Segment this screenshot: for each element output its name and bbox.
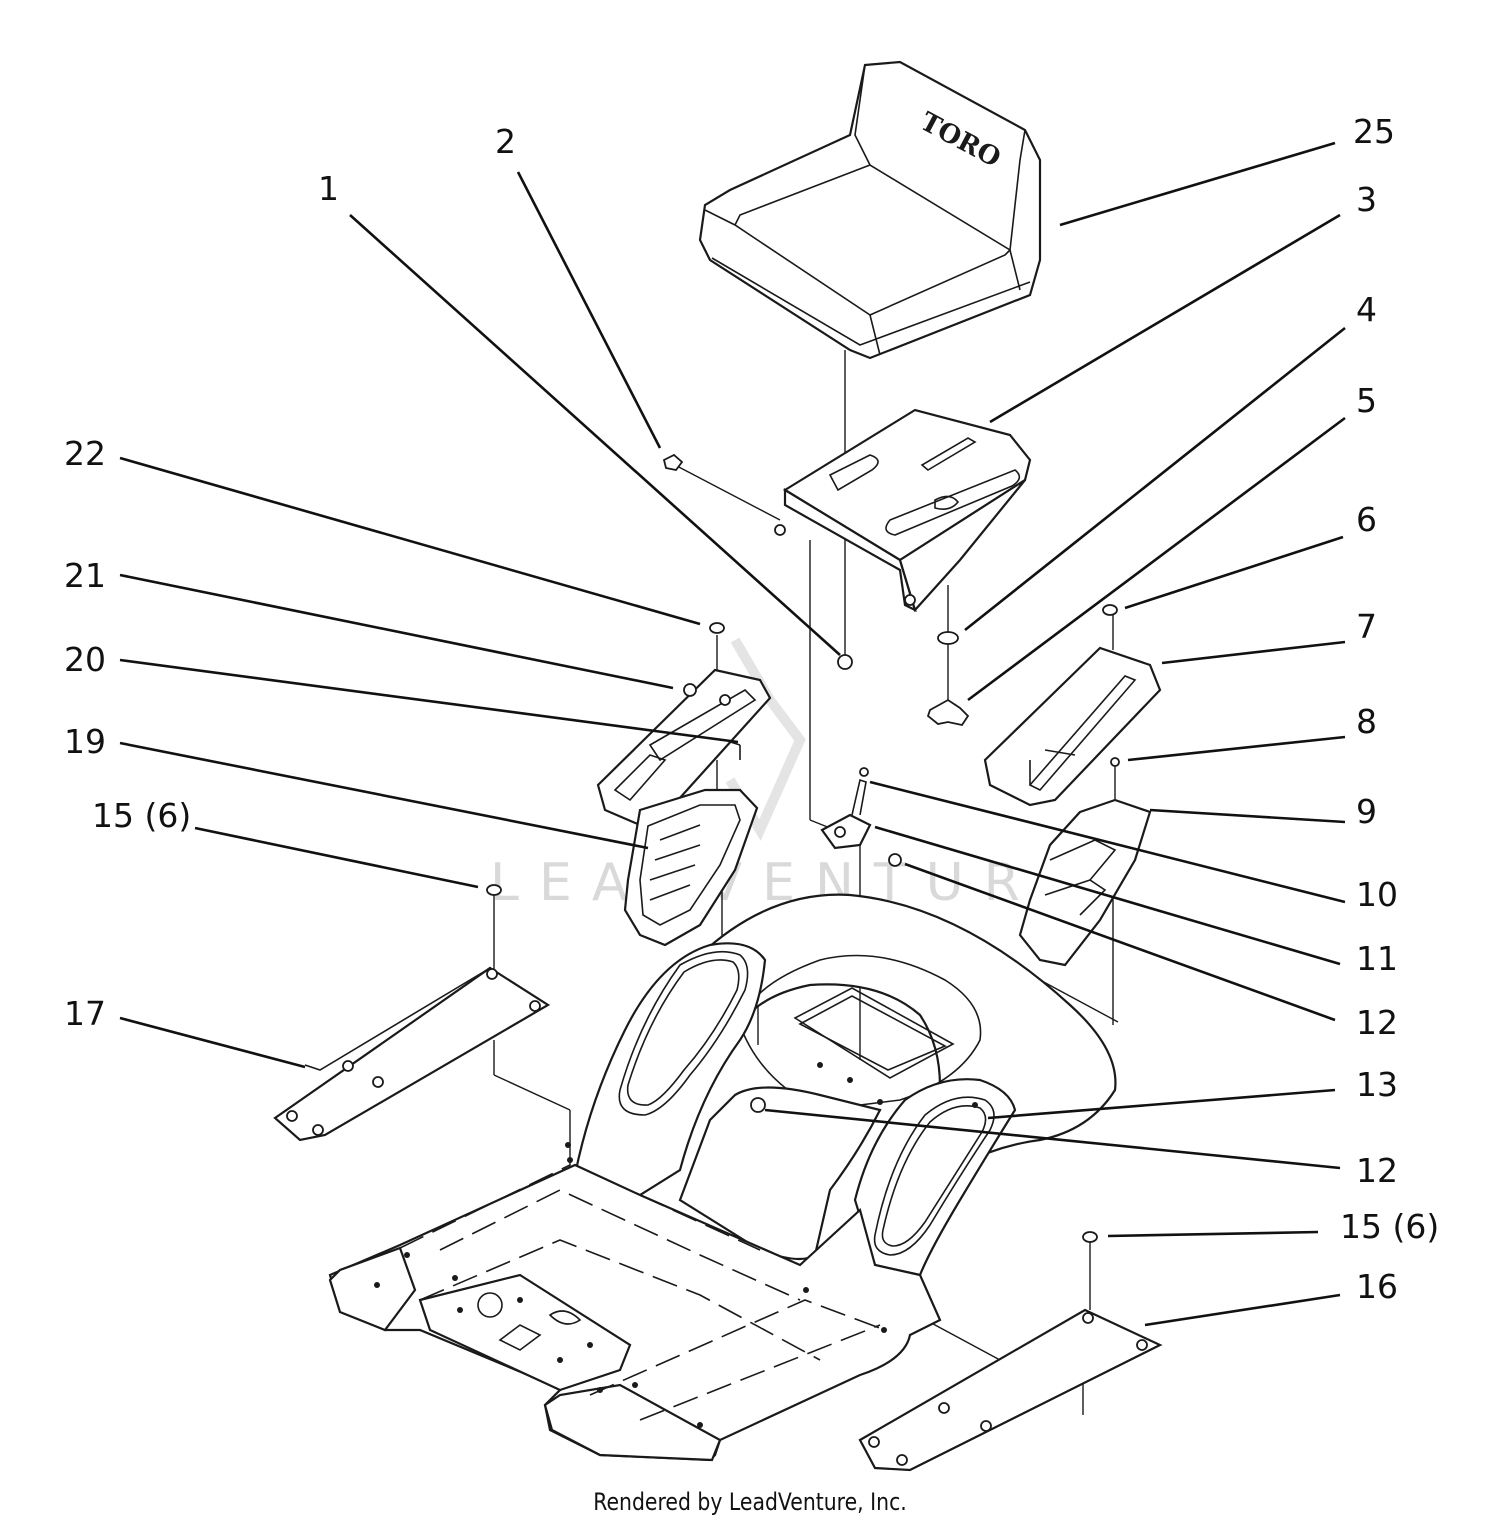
rivet-icon <box>486 884 502 896</box>
callout-12-upper: 12 <box>1356 1003 1398 1042</box>
callout-25: 25 <box>1353 112 1395 151</box>
callout-3: 3 <box>1356 180 1377 219</box>
left-upper-plate <box>596 668 772 827</box>
leader-lines <box>119 141 1346 1327</box>
left-floor-plate <box>273 966 551 1142</box>
screw-icon <box>1110 757 1120 767</box>
hardware <box>486 453 1120 1243</box>
callout-labels: 1 2 3 4 5 6 7 8 9 10 11 12 13 12 15 (6) … <box>64 112 1439 1306</box>
left-pad <box>623 788 759 947</box>
callout-11: 11 <box>1356 939 1398 978</box>
switch-bracket <box>820 778 872 850</box>
callout-15-left: 15 (6) <box>92 796 191 835</box>
credit-footer: Rendered by LeadVenture, Inc. <box>593 1488 907 1516</box>
callout-13: 13 <box>1356 1065 1398 1104</box>
callout-12-lower: 12 <box>1356 1151 1398 1190</box>
callout-1: 1 <box>318 169 339 208</box>
screw-icon <box>859 767 869 777</box>
callout-20: 20 <box>64 640 106 679</box>
callout-5: 5 <box>1356 381 1377 420</box>
nut-icon <box>837 654 853 670</box>
hex-bolt-icon <box>662 453 684 471</box>
right-pad <box>1018 798 1152 967</box>
right-floor-plate <box>858 1308 1163 1472</box>
right-upper-plate <box>983 646 1162 807</box>
knob-icon <box>926 698 970 727</box>
callout-7: 7 <box>1356 607 1377 646</box>
nut-icon <box>888 853 902 867</box>
callout-4: 4 <box>1356 290 1377 329</box>
rivet-icon <box>709 622 725 634</box>
callout-15-right: 15 (6) <box>1340 1207 1439 1246</box>
seat-pan <box>774 408 1032 613</box>
callout-6: 6 <box>1356 500 1377 539</box>
callout-8: 8 <box>1356 702 1377 741</box>
body-frame <box>328 893 1117 1462</box>
watermark-text: LEADVENTURE <box>490 853 1093 913</box>
seat: TORO <box>698 60 1042 360</box>
callout-9: 9 <box>1356 792 1377 831</box>
callout-21: 21 <box>64 556 106 595</box>
callout-10: 10 <box>1356 875 1398 914</box>
callout-16: 16 <box>1356 1267 1398 1306</box>
callout-22: 22 <box>64 434 106 473</box>
rivet-icon <box>1082 1231 1098 1243</box>
callout-17: 17 <box>64 994 106 1033</box>
callout-2: 2 <box>495 122 516 161</box>
rivet-icon <box>1102 604 1118 616</box>
washer-icon <box>937 631 959 645</box>
callout-19: 19 <box>64 722 106 761</box>
